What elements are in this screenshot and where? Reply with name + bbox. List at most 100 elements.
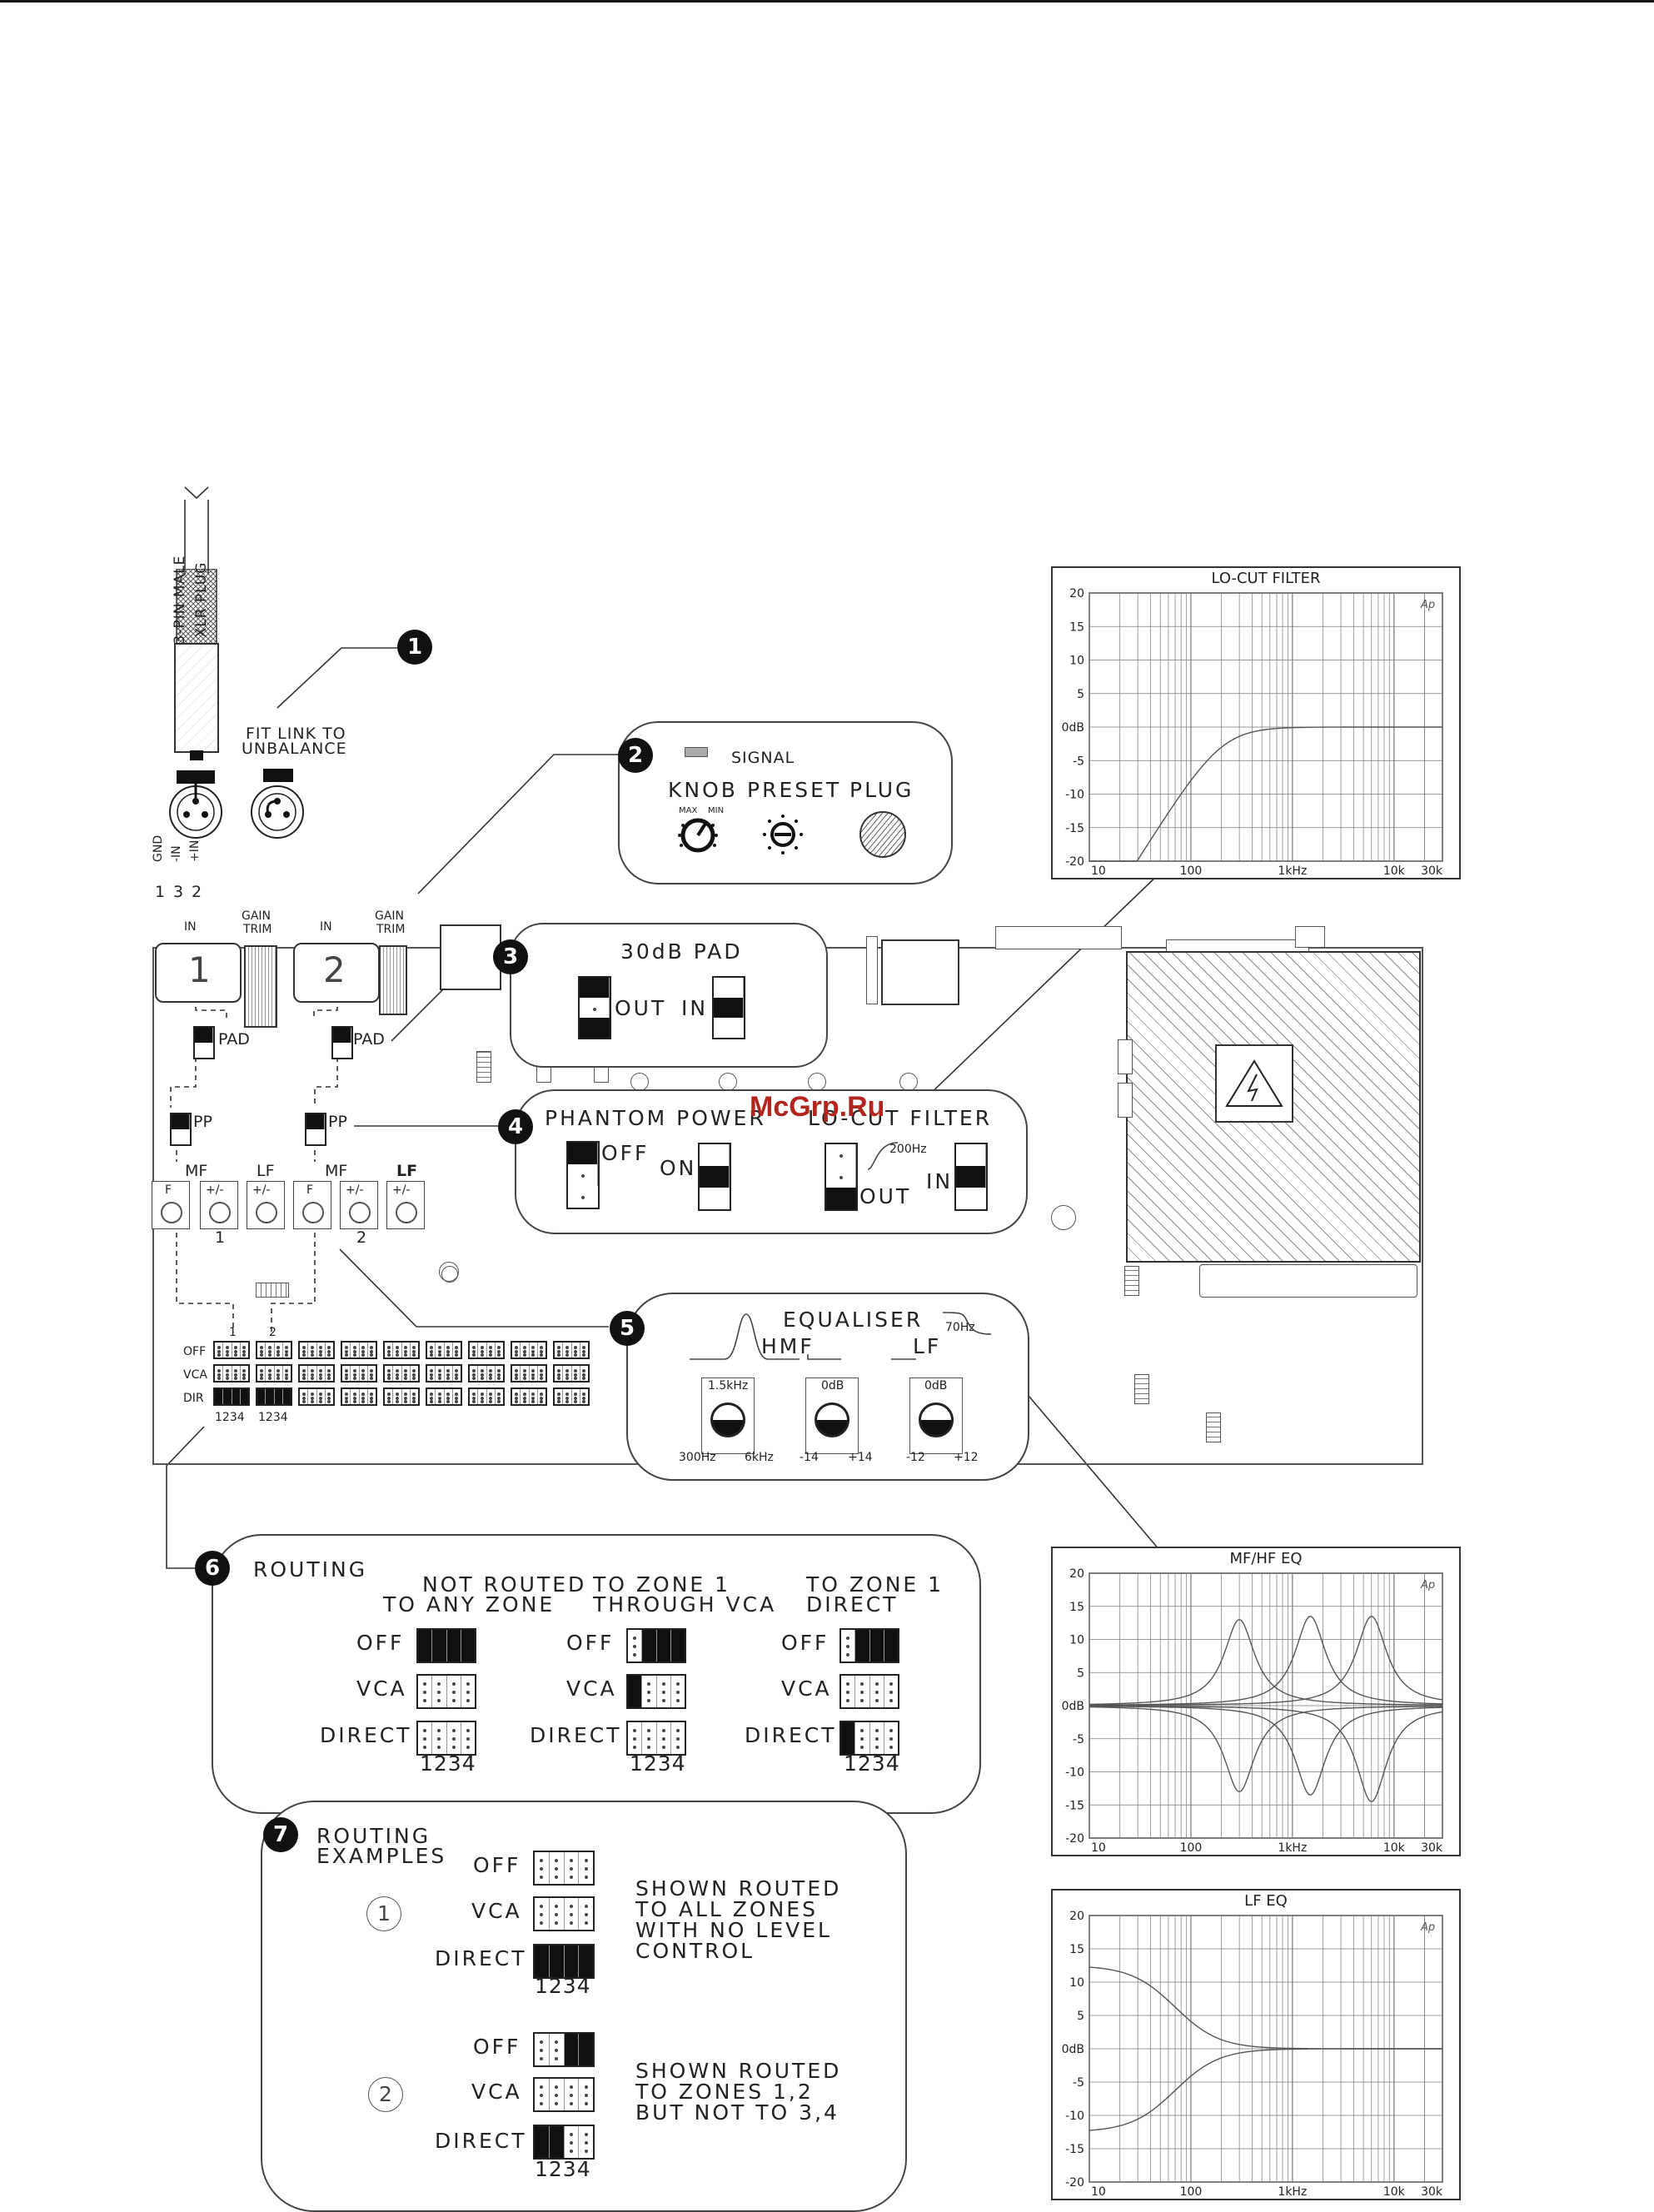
ch1-pad-label: PAD: [218, 1030, 250, 1049]
pad-in-jumper[interactable]: [712, 976, 745, 1039]
ch2-pad-label: PAD: [353, 1030, 385, 1049]
example2-r1-jumper[interactable]: [533, 2032, 595, 2067]
eq-k1-right: 6kHz: [745, 1451, 774, 1464]
examples-title-b: EXAMPLES: [316, 1844, 447, 1868]
example1-r2-jumper[interactable]: [533, 1896, 595, 1931]
locut-in-jumper[interactable]: [954, 1143, 988, 1211]
board-route-r2-c2-jumper[interactable]: [256, 1364, 292, 1382]
ex2-desc-2: TO ZONES 1,2: [635, 2080, 814, 2104]
eq-hmf-label: HMF: [761, 1334, 815, 1358]
y-tick-label: -15: [1065, 822, 1084, 835]
strip2-pm-preset: +/-: [340, 1181, 378, 1229]
route-row-off: OFF: [183, 1345, 207, 1358]
board-route-r3-c6-jumper[interactable]: [426, 1387, 462, 1406]
board-route-r1-c4-jumper[interactable]: [341, 1341, 377, 1359]
xlr-link-cap: [177, 770, 215, 784]
locut-hz-label: 200Hz: [889, 1143, 927, 1156]
phantom-off-jumper[interactable]: [566, 1141, 600, 1209]
strip1-pm-label: +/-: [206, 1183, 224, 1197]
callout-1-badge: 1: [397, 630, 432, 665]
board-route-r3-c1-jumper[interactable]: [213, 1387, 250, 1406]
example1-r3-jumper[interactable]: [533, 1944, 595, 1979]
ch2-pp-jumper[interactable]: [305, 1113, 326, 1146]
ch2-pad-jumper[interactable]: [331, 1026, 353, 1059]
board-route-r2-c9-jumper[interactable]: [553, 1364, 590, 1382]
routing-c2-r3-jumper[interactable]: [626, 1721, 686, 1756]
y-tick-label: -10: [1065, 2110, 1084, 2123]
knob-min-label: MIN: [708, 806, 725, 815]
r3-vca-label: VCA: [781, 1676, 832, 1701]
y-tick-label: 5: [1077, 688, 1084, 701]
board-route-r2-c1-jumper[interactable]: [213, 1364, 250, 1382]
example2-r3-jumper[interactable]: [533, 2125, 595, 2160]
board-route-r2-c4-jumper[interactable]: [341, 1364, 377, 1382]
routing-c3-r3-jumper[interactable]: [839, 1721, 899, 1756]
strip1-f-label: F: [165, 1183, 172, 1197]
jack-socket: [440, 924, 501, 990]
board-route-r1-c5-jumper[interactable]: [383, 1341, 420, 1359]
example2-r2-jumper[interactable]: [533, 2077, 595, 2112]
preset-icon: [760, 811, 806, 858]
board-route-r1-c6-jumper[interactable]: [426, 1341, 462, 1359]
ch1-trim-label: TRIM: [243, 923, 272, 936]
routing-c3-r1-jumper[interactable]: [839, 1628, 899, 1663]
route-row-dir: DIR: [183, 1392, 204, 1405]
board-route-r3-c4-jumper[interactable]: [341, 1387, 377, 1406]
board-route-r2-c7-jumper[interactable]: [468, 1364, 505, 1382]
routing-c1-r3-jumper[interactable]: [416, 1721, 476, 1756]
y-tick-label: 15: [1069, 1943, 1084, 1956]
response-curve-2: [1089, 2048, 1442, 2131]
example1-r1-jumper[interactable]: [533, 1851, 595, 1886]
eq-lf-gain-knob[interactable]: [919, 1402, 954, 1437]
board-route-r3-c5-jumper[interactable]: [383, 1387, 420, 1406]
ch2-gain-trim-pot: [379, 945, 407, 1015]
board-route-r3-c2-jumper[interactable]: [256, 1387, 292, 1406]
board-route-r2-c6-jumper[interactable]: [426, 1364, 462, 1382]
strip2-pm-label: +/-: [346, 1183, 364, 1197]
ch1-pp-jumper[interactable]: [170, 1113, 192, 1146]
response-curve-4: [1089, 1706, 1442, 1793]
y-tick-label: 15: [1069, 620, 1084, 634]
y-tick-label: -5: [1073, 2076, 1084, 2090]
x-tick-label: 30k: [1421, 2185, 1443, 2199]
routing-c1-r1-jumper[interactable]: [416, 1628, 476, 1663]
routing-c3-r2-jumper[interactable]: [839, 1674, 899, 1709]
eq-hmf-freq-knob[interactable]: [710, 1402, 745, 1437]
routing-c1-r2-jumper[interactable]: [416, 1674, 476, 1709]
r1-off-label: OFF: [356, 1631, 405, 1655]
response-curve-1: [1089, 726, 1442, 862]
x-tick-label: 10k: [1383, 1841, 1406, 1855]
routing-c2-r1-jumper[interactable]: [626, 1628, 686, 1663]
eq-hmf-freq-frame: [701, 1378, 755, 1454]
board-route-r1-c9-jumper[interactable]: [553, 1341, 590, 1359]
board-route-r3-c7-jumper[interactable]: [468, 1387, 505, 1406]
routing-col3-a: TO ZONE 1: [806, 1572, 944, 1597]
ex2-direct-label: DIRECT: [435, 2129, 527, 2153]
graph-title: LO-CUT FILTER: [1211, 570, 1320, 587]
board-route-r1-c2-jumper[interactable]: [256, 1341, 292, 1359]
board-route-r3-c8-jumper[interactable]: [511, 1387, 547, 1406]
board-route-r2-c5-jumper[interactable]: [383, 1364, 420, 1382]
board-route-r3-c3-jumper[interactable]: [298, 1387, 335, 1406]
locut-out-jumper[interactable]: [825, 1143, 858, 1211]
y-tick-label: -5: [1073, 1733, 1084, 1746]
x-tick-label: 100: [1180, 864, 1203, 878]
ch1-pad-jumper[interactable]: [193, 1026, 215, 1059]
board-route-r1-c3-jumper[interactable]: [298, 1341, 335, 1359]
pad-out-jumper[interactable]: [578, 976, 611, 1039]
board-route-r2-c3-jumper[interactable]: [298, 1364, 335, 1382]
y-tick-label: -20: [1065, 2176, 1084, 2190]
pad-out-label: OUT: [615, 996, 667, 1020]
board-route-r1-c8-jumper[interactable]: [511, 1341, 547, 1359]
routing-c2-r2-jumper[interactable]: [626, 1674, 686, 1709]
route-digits-2: 1234: [258, 1411, 288, 1424]
signal-led: [685, 747, 708, 757]
phantom-on-jumper[interactable]: [698, 1143, 731, 1211]
board-route-r1-c1-jumper[interactable]: [213, 1341, 250, 1359]
board-route-r3-c9-jumper[interactable]: [553, 1387, 590, 1406]
eq-hmf-gain-knob[interactable]: [815, 1402, 849, 1437]
board-route-r2-c8-jumper[interactable]: [511, 1364, 547, 1382]
board-route-r1-c7-jumper[interactable]: [468, 1341, 505, 1359]
